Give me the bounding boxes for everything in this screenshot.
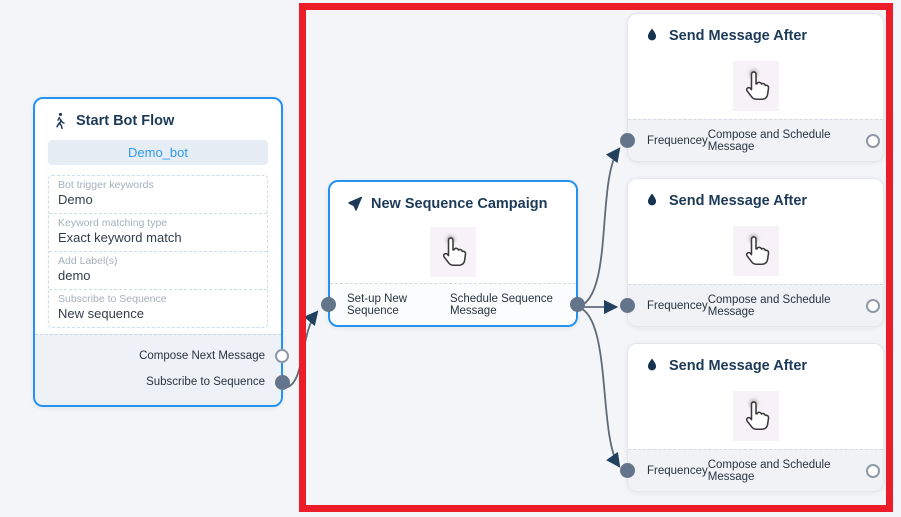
field-bot-trigger-keywords[interactable]: Bot trigger keywords Demo — [49, 176, 267, 214]
node-body — [330, 220, 576, 283]
output-compose-next-message: Compose Next Message — [35, 343, 289, 369]
input-port-filled[interactable] — [620, 133, 635, 148]
send-message-after-node-1[interactable]: Send Message After Frequencey Compose an… — [620, 13, 884, 162]
edge-sequence-to-send-3 — [577, 306, 621, 468]
node-ports-footer: Frequencey Compose and Schedule Message — [620, 284, 883, 326]
output-port-filled[interactable] — [570, 297, 585, 312]
droplet-icon — [644, 27, 661, 44]
output-port-open[interactable] — [866, 463, 880, 478]
hand-cursor-icon[interactable] — [732, 225, 779, 276]
port-compose-schedule-message[interactable]: Compose and Schedule Message — [707, 128, 831, 153]
input-port-filled[interactable] — [321, 297, 336, 312]
port-setup-new-sequence[interactable]: Set-up New Sequence — [347, 292, 408, 317]
output-subscribe-to-sequence: Subscribe to Sequence — [35, 369, 290, 395]
node-body — [628, 382, 883, 449]
node-header: Send Message After — [628, 344, 883, 382]
send-message-after-node-2[interactable]: Send Message After Frequencey Compose an… — [620, 178, 884, 327]
node-title: Send Message After — [669, 192, 808, 209]
send-message-after-node-3[interactable]: Send Message After Frequencey Compose an… — [620, 343, 884, 492]
port-compose-schedule-message[interactable]: Compose and Schedule Message — [707, 458, 831, 483]
start-bot-flow-node[interactable]: Start Bot Flow Demo_bot Bot trigger keyw… — [33, 97, 290, 407]
node-header: Start Bot Flow — [35, 99, 281, 137]
port-frequency[interactable]: Frequencey — [647, 299, 708, 312]
port-compose-schedule-message[interactable]: Compose and Schedule Message — [707, 293, 831, 318]
input-port-filled[interactable] — [620, 298, 635, 313]
edge-sequence-to-send-1 — [577, 147, 621, 308]
walking-person-icon — [51, 112, 68, 129]
node-body — [628, 217, 883, 284]
bot-name-button[interactable]: Demo_bot — [48, 140, 268, 165]
port-frequency[interactable]: Frequencey — [647, 464, 708, 477]
node-header: New Sequence Campaign — [330, 182, 576, 220]
node-ports-footer: Frequencey Compose and Schedule Message — [620, 449, 883, 491]
hand-cursor-icon[interactable] — [732, 390, 779, 441]
node-header: Send Message After — [628, 14, 883, 52]
node-ports-footer: Frequencey Compose and Schedule Message — [620, 119, 883, 161]
droplet-icon — [644, 357, 661, 374]
node-title: Send Message After — [669, 357, 808, 374]
send-icon — [346, 195, 363, 212]
output-port-open[interactable] — [866, 298, 880, 313]
port-schedule-sequence-message[interactable]: Schedule Sequence Message — [449, 292, 553, 317]
node-title: Start Bot Flow — [76, 112, 175, 129]
field-add-labels[interactable]: Add Label(s) demo — [49, 252, 267, 290]
hand-cursor-icon[interactable] — [732, 60, 779, 111]
field-subscribe-to-sequence[interactable]: Subscribe to Sequence New sequence — [58, 293, 167, 321]
node-ports-footer: Set-up New Sequence Schedule Sequence Me… — [321, 283, 585, 325]
node-body — [628, 52, 883, 119]
hand-cursor-icon[interactable] — [430, 226, 476, 277]
port-frequency[interactable]: Frequencey — [647, 134, 708, 147]
output-port-open[interactable] — [866, 133, 880, 148]
node-output-section: Compose Next Message Subscribe to Sequen… — [35, 334, 290, 405]
droplet-icon — [644, 192, 661, 209]
node-header: Send Message After — [628, 179, 883, 217]
node-title: Send Message After — [669, 27, 808, 44]
field-keyword-matching-type[interactable]: Keyword matching type Exact keyword matc… — [49, 214, 267, 252]
field-list: Bot trigger keywords Demo Keyword matchi… — [48, 175, 268, 328]
output-port-filled[interactable] — [275, 374, 290, 390]
input-port-filled[interactable] — [620, 463, 635, 478]
output-port-open[interactable] — [275, 349, 289, 363]
node-title: New Sequence Campaign — [371, 195, 548, 212]
new-sequence-campaign-node[interactable]: New Sequence Campaign Set-up New Sequenc… — [321, 180, 585, 327]
